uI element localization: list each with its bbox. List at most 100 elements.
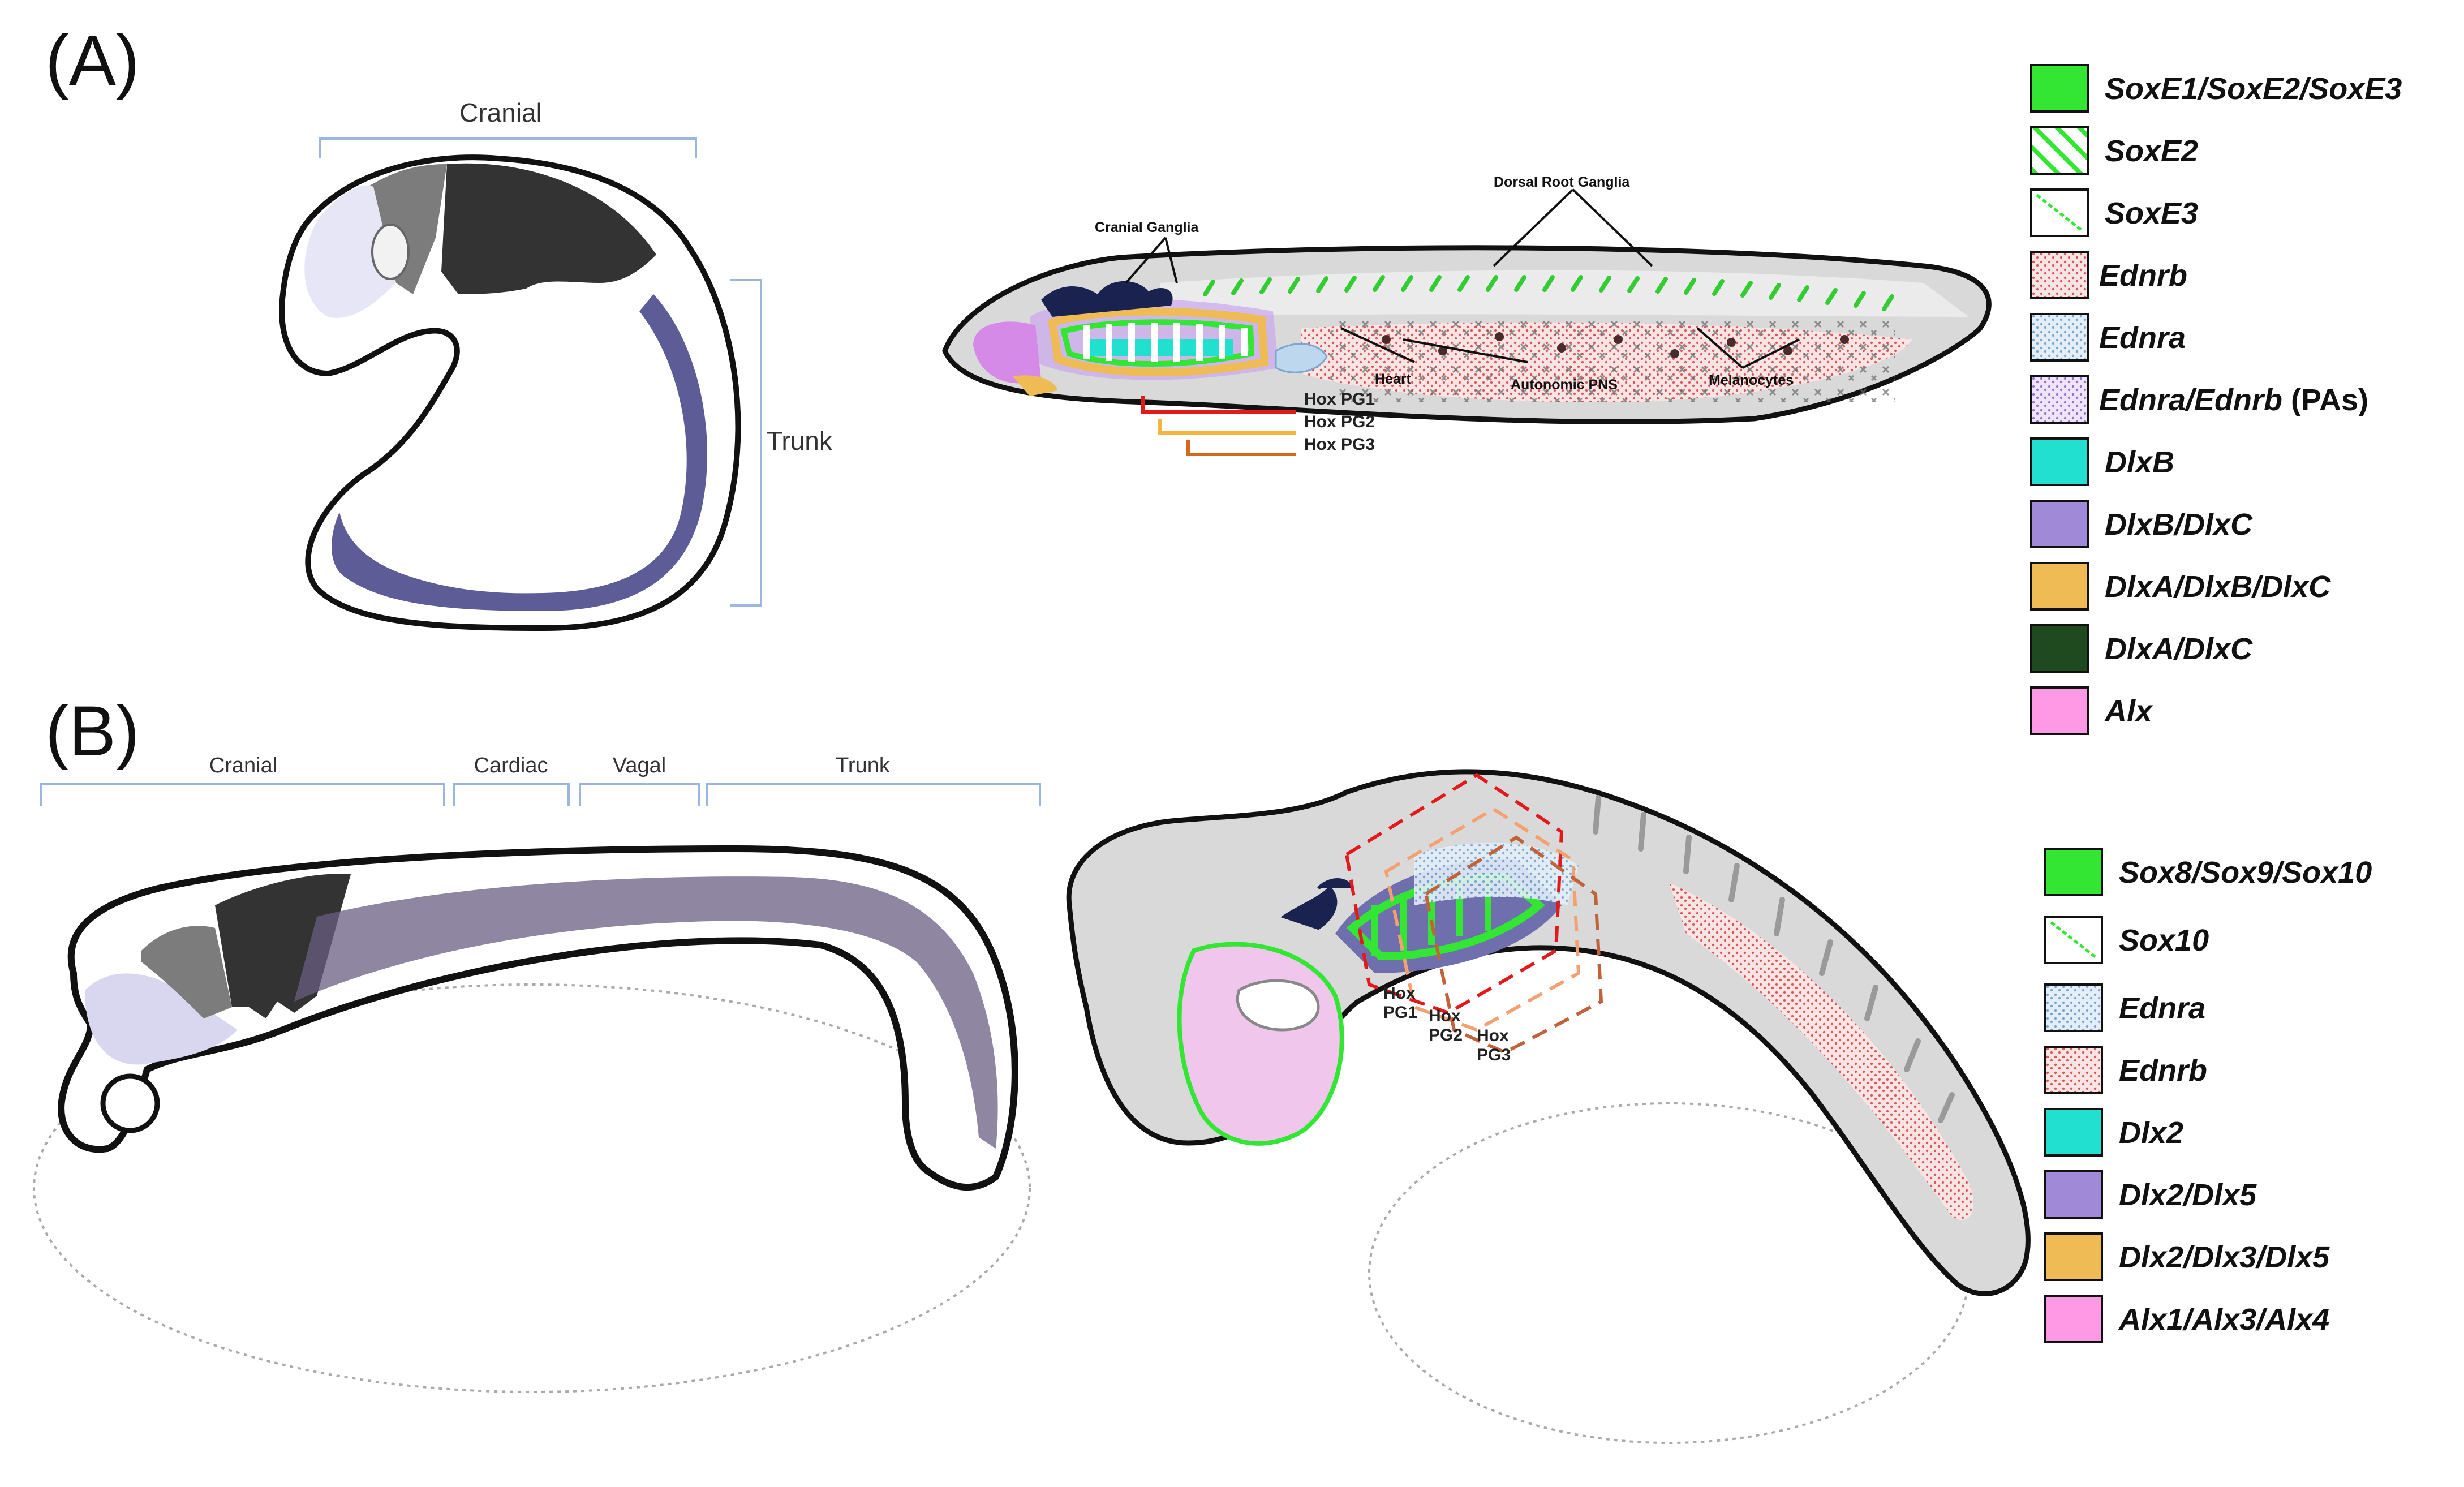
embryo-a-trunk-band	[332, 294, 708, 611]
legend-a-swatch	[2030, 437, 2089, 486]
legend-b-item: Dlx2/Dlx3/Dlx5	[2044, 1232, 2330, 1281]
annotation-dorsal-root-ganglia: Dorsal Root Ganglia	[1494, 174, 1630, 190]
legend-a-label: DlxA/DlxC	[2105, 632, 2253, 666]
legend-a-label: SoxE1/SoxE2/SoxE3	[2105, 72, 2402, 106]
legend-b-label: Dlx2	[2119, 1116, 2183, 1150]
legend-b-item: Dlx2	[2044, 1108, 2183, 1157]
trunk-bracket	[730, 279, 762, 607]
region-label-vagal: Vagal	[613, 754, 666, 777]
larva-a-annotation-arrows	[1125, 188, 1800, 369]
fish-b-eye	[1236, 979, 1320, 1032]
embryo-b-yolk	[33, 983, 1031, 1393]
legend-a-item: SoxE2	[2030, 126, 2198, 175]
panel-label-a: (A)	[45, 22, 140, 100]
legend-a-item: Ednra	[2030, 313, 2186, 362]
hox-a-pg3: Hox PG3	[1304, 435, 1375, 454]
legend-a-swatch	[2030, 686, 2089, 735]
larva-a-melanocytes	[1382, 332, 1849, 358]
annotation-heart: Heart	[1375, 371, 1412, 387]
larva-a-autonomic-cross	[1330, 317, 1895, 402]
embryo-b-pale-cranial	[85, 973, 238, 1065]
region-label-cranial-b: Cranial	[209, 754, 277, 777]
hox-a-pg2: Hox PG2	[1304, 412, 1375, 431]
legend-a-swatch	[2030, 375, 2089, 424]
bracket-vagal	[579, 783, 700, 806]
hox-b-pg2-word: Hox	[1429, 1007, 1461, 1025]
fish-b-ednrb	[1669, 883, 1974, 1220]
legend-b-item: Sox10	[2044, 916, 2209, 964]
hox-b-pg1-word: Hox	[1383, 984, 1416, 1003]
fish-b-drg-ticks	[1593, 795, 1955, 1123]
fish-b-hox-boxes	[1344, 773, 1603, 1055]
legend-b-item: Sox8/Sox9/Sox10	[2044, 848, 2372, 896]
legend-a-label: DlxB	[2105, 445, 2174, 479]
embryo-b-head-grey	[141, 926, 232, 1018]
legend-b-label: Dlx2/Dlx3/Dlx5	[2119, 1240, 2330, 1274]
legend-a-item: SoxE3	[2030, 188, 2198, 237]
panel-b-elongated-embryo: Cranial Cardiac Vagal Trunk	[33, 754, 1041, 1393]
legend-a-label: Ednrb	[2099, 259, 2187, 293]
legend-a-label: Ednra/Ednrb (PAs)	[2099, 383, 2368, 417]
legend-b-item: Dlx2/Dlx5	[2044, 1170, 2257, 1219]
legend-b-swatch	[2044, 1170, 2103, 1219]
legend-a-label-main: Ednra/Ednrb	[2099, 383, 2282, 417]
fish-b-alx-head	[1177, 942, 1344, 1146]
legend-a-label: DlxA/DlxB/DlxC	[2105, 570, 2331, 604]
bracket-trunk	[706, 783, 1041, 806]
legend-a: SoxE1/SoxE2/SoxE3 SoxE2 SoxE3 Ednrb Ednr…	[2030, 64, 2402, 735]
legend-a-label: DlxB/DlxC	[2105, 508, 2253, 541]
legend-a-item: DlxB/DlxC	[2030, 500, 2253, 548]
region-label-cranial: Cranial	[459, 98, 542, 127]
bracket-cranial	[40, 783, 445, 806]
larva-a-dlx-orange	[1013, 375, 1058, 396]
legend-b-label: Ednra	[2119, 991, 2205, 1025]
legend-b-swatch	[2044, 1232, 2103, 1281]
hox-b-pg3-num: PG3	[1477, 1046, 1511, 1064]
legend-a-item: Alx	[2030, 686, 2153, 735]
hox-b-pg3-word: Hox	[1477, 1026, 1509, 1045]
legend-b-item: Ednra	[2044, 983, 2205, 1032]
legend-a-label: Alx	[2104, 694, 2153, 728]
legend-a-item: DlxA/DlxC	[2030, 624, 2253, 673]
embryo-a-eye	[371, 224, 410, 280]
embryo-b-trunk-band	[294, 876, 998, 1149]
legend-a-swatch	[2030, 624, 2089, 673]
embryo-a-forebrain	[304, 185, 396, 318]
larva-a-neural-tube	[1160, 270, 1969, 317]
legend-a-item: SoxE1/SoxE2/SoxE3	[2030, 64, 2402, 113]
legend-a-label: SoxE3	[2105, 196, 2198, 230]
panel-a-larva: Cranial Ganglia Dorsal Root Ganglia Hear…	[942, 174, 1992, 456]
annotation-cranial-ganglia: Cranial Ganglia	[1095, 220, 1199, 235]
legend-b-item: Alx1/Alx3/Alx4	[2044, 1295, 2329, 1343]
legend-b-swatch	[2044, 848, 2103, 896]
larva-a-alx	[973, 321, 1041, 384]
legend-a-label-suffix: (PAs)	[2282, 383, 2368, 417]
region-label-trunk-b: Trunk	[836, 754, 891, 777]
legend-a-swatch	[2030, 251, 2089, 299]
legend-b: Sox8/Sox9/Sox10 Sox10 Ednra Ednrb Dlx2 D…	[2044, 848, 2372, 1343]
legend-b-label: Sox10	[2119, 923, 2209, 957]
legend-b-item: Ednrb	[2044, 1046, 2207, 1094]
hox-a-pg1: Hox PG1	[1304, 390, 1375, 409]
legend-a-item: Ednra/Ednrb (PAs)	[2030, 375, 2368, 424]
legend-a-item: Ednrb	[2030, 251, 2187, 299]
panel-a-hox-brackets	[1141, 396, 1296, 456]
legend-b-label: Alx1/Alx3/Alx4	[2118, 1303, 2329, 1336]
region-label-trunk: Trunk	[767, 426, 833, 455]
panel-label-b: (B)	[45, 692, 140, 771]
larva-a-heart	[1275, 343, 1328, 373]
embryo-b-eye	[100, 1073, 160, 1133]
legend-b-label: Ednrb	[2119, 1054, 2207, 1088]
legend-a-swatch	[2030, 126, 2089, 175]
embryo-a-head-grey	[368, 164, 447, 294]
legend-b-swatch	[2044, 1108, 2103, 1157]
embryo-a-head-dark	[441, 163, 656, 294]
legend-b-swatch	[2044, 1295, 2103, 1343]
hox-b-pg2-num: PG2	[1429, 1026, 1463, 1045]
cranial-bracket	[319, 137, 697, 158]
legend-b-label: Sox8/Sox9/Sox10	[2119, 856, 2372, 889]
legend-a-item: DlxB	[2030, 437, 2174, 486]
